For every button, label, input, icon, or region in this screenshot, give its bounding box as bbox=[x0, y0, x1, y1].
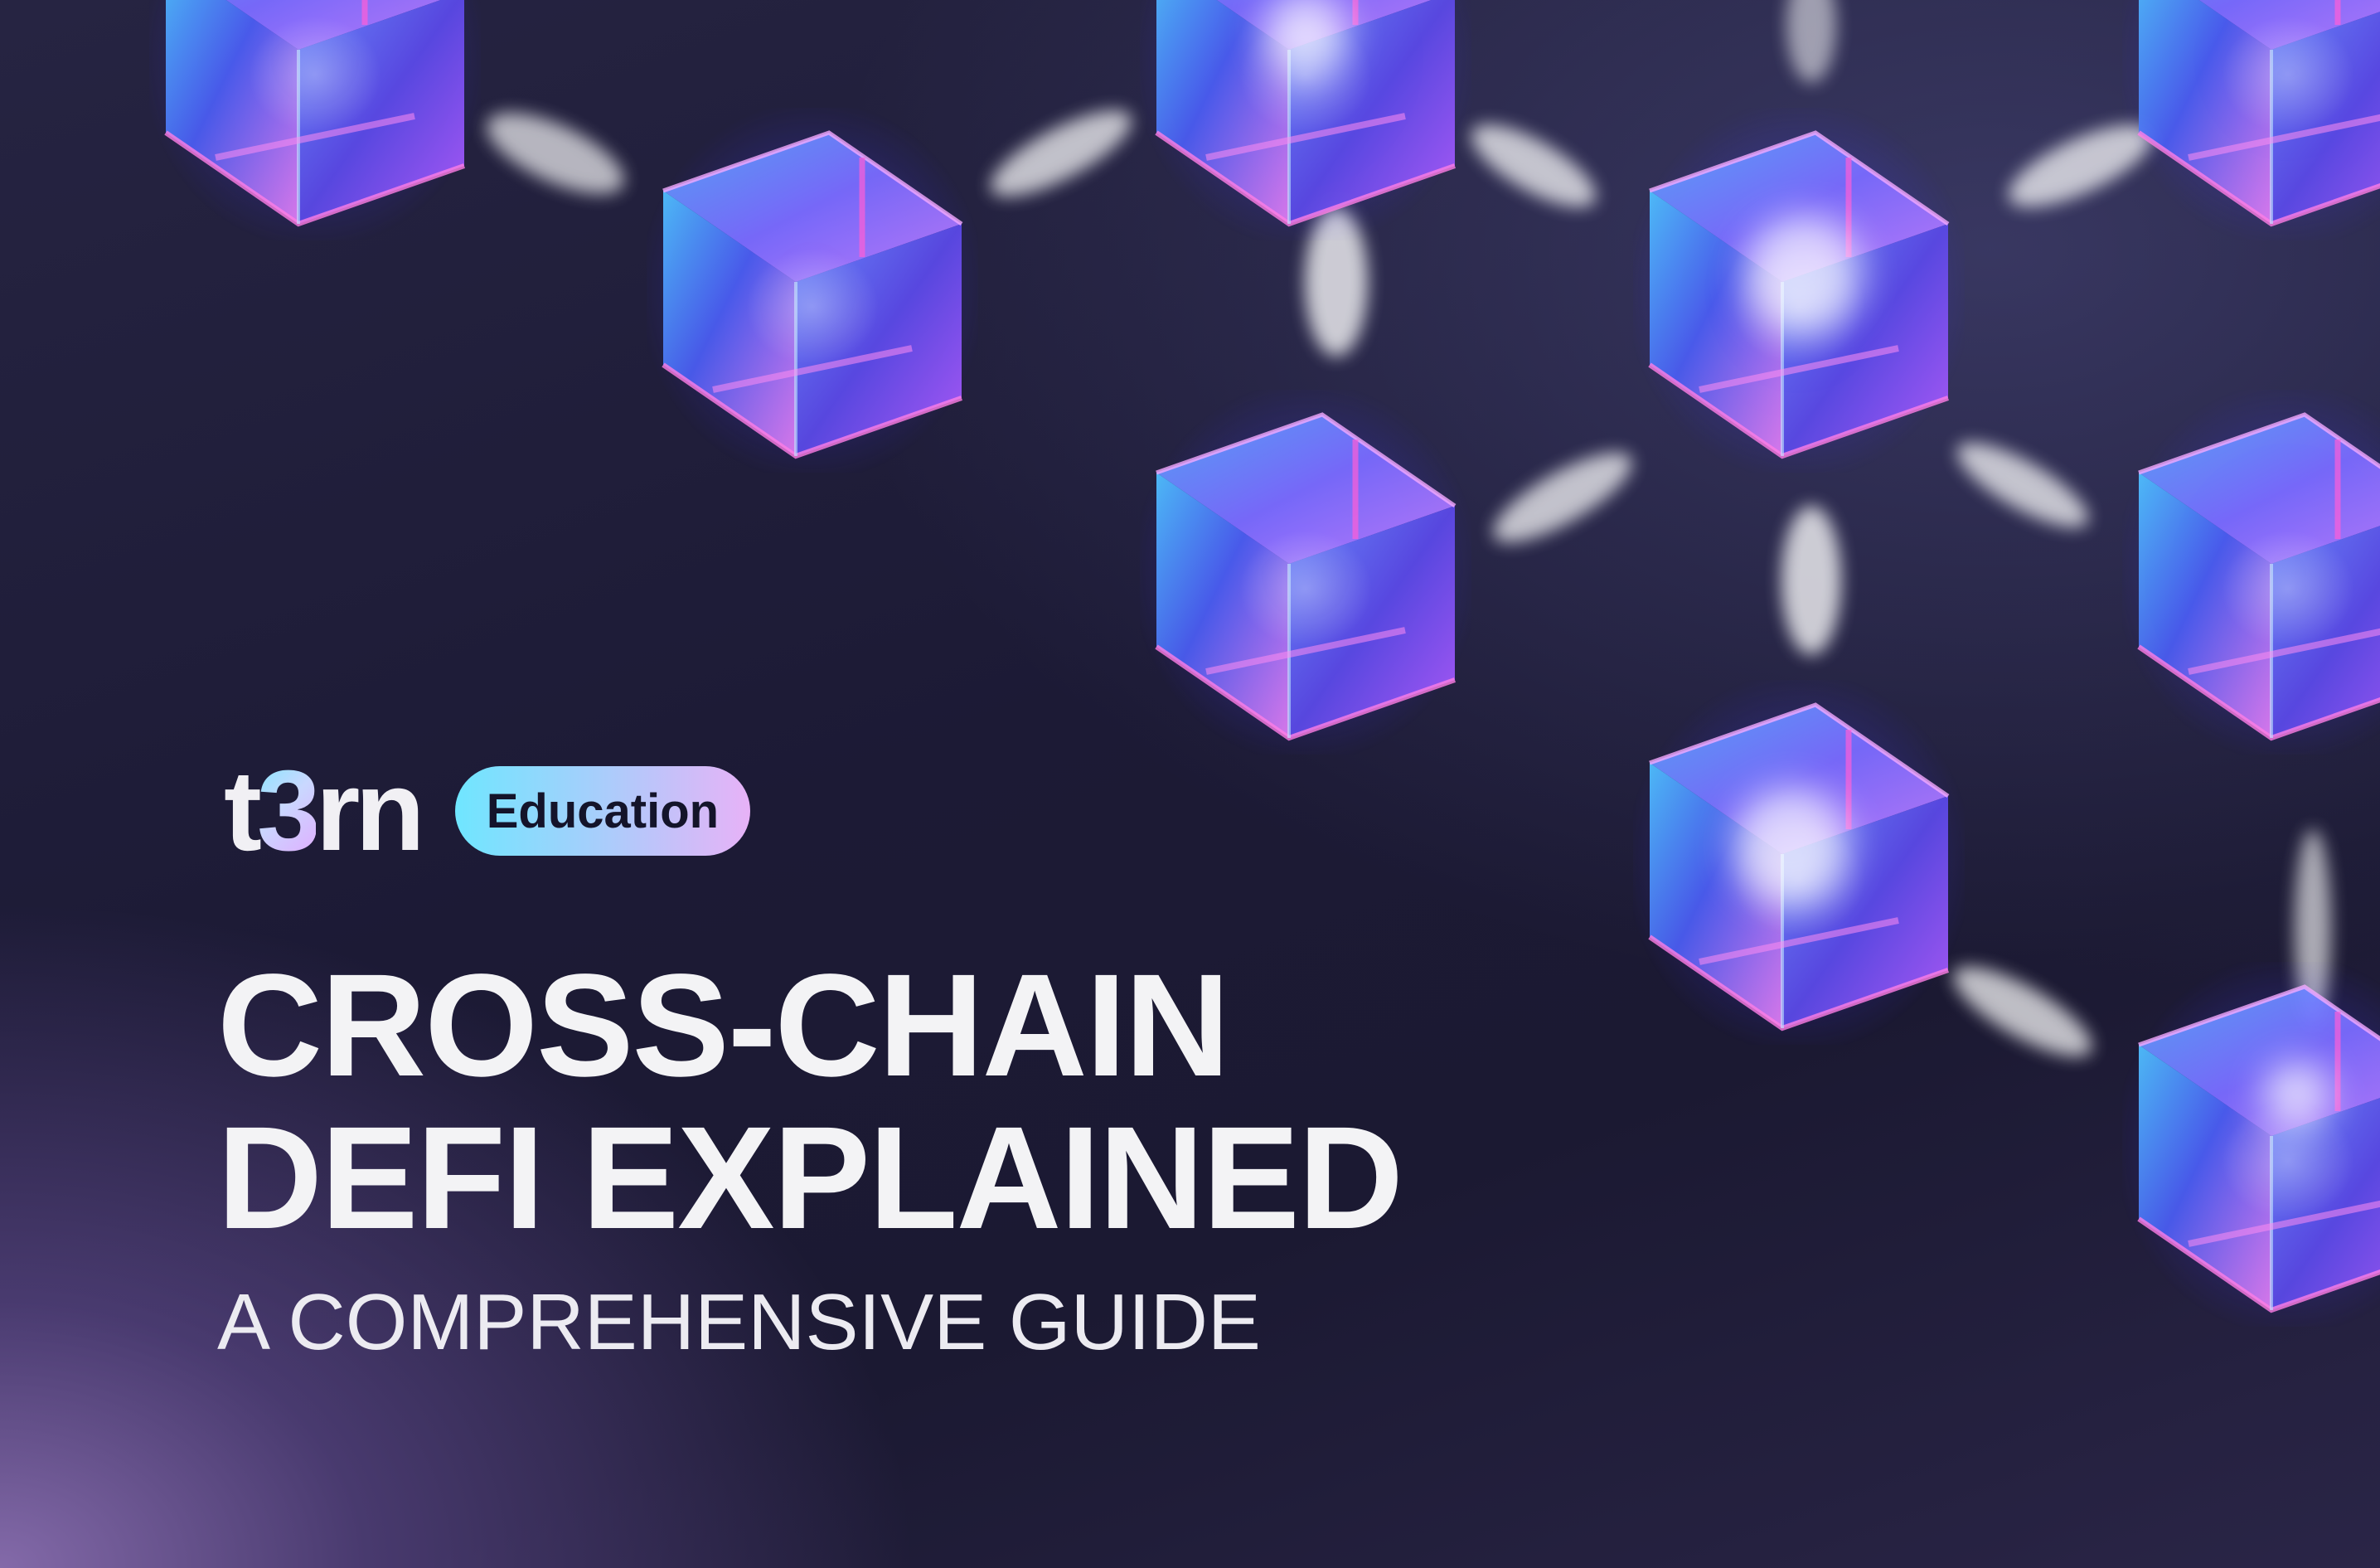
headline: CROSS-CHAIN DEFI EXPLAINED bbox=[217, 944, 1403, 1260]
education-badge: Education bbox=[454, 766, 751, 856]
headline-line-2: DEFI EXPLAINED bbox=[217, 1097, 1403, 1260]
logo-text-end: rn bbox=[315, 747, 425, 875]
logo-text-start: t bbox=[224, 747, 262, 875]
subheadline: A COMPREHENSIVE GUIDE bbox=[217, 1278, 1261, 1367]
headline-line-1: CROSS-CHAIN bbox=[217, 944, 1230, 1107]
logo-text-accent: 3 bbox=[256, 747, 321, 875]
